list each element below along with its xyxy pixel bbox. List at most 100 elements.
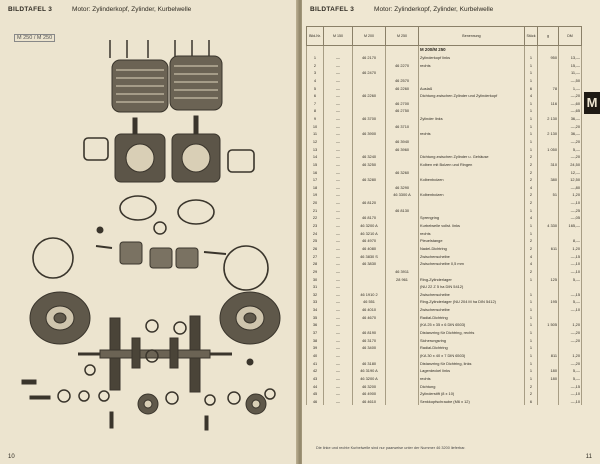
table-cell [418, 183, 525, 192]
roller-bearings [137, 393, 267, 415]
table-cell: 28 961 [385, 275, 419, 283]
col-header: Stück [524, 26, 538, 46]
table-cell [385, 237, 419, 245]
col-header: Benennung [418, 26, 525, 46]
table-cell [385, 198, 419, 207]
table-cell: 4 330 [537, 221, 559, 230]
table-cell: Dichtung zwischen Zylinder u. Gehäuse [418, 152, 525, 161]
table-cell: 2 [524, 382, 538, 390]
table-cell: — [323, 244, 353, 253]
model-label: M 250 / M 250 [14, 34, 56, 42]
cover-left [32, 237, 74, 279]
table-cell [418, 145, 525, 153]
table-cell: 1 [524, 374, 538, 383]
table-cell [537, 282, 559, 291]
table-cell: Distanzring für Dichtring, rechts [418, 328, 525, 337]
right-subtitle: Motor: Zylinderkopf, Zylinder, Kurbelwel… [374, 6, 494, 13]
table-cell: 1 [306, 53, 324, 62]
table-cell: — [323, 237, 353, 245]
table-cell: 29 [306, 267, 324, 276]
table-cell: 51 [537, 191, 559, 199]
table-cell [385, 397, 419, 406]
table-cell: — [323, 328, 353, 337]
table-cell: — [323, 99, 353, 108]
table-cell [352, 84, 386, 92]
table-cell: 2 [524, 244, 538, 253]
table-cell: 1 [524, 321, 538, 329]
table-cell: 36 [306, 321, 324, 329]
table-cell: 46 2270 [385, 61, 419, 69]
table-cell: 41 [306, 359, 324, 367]
table-cell [385, 130, 419, 138]
table-cell: — [323, 267, 353, 276]
table-cell: — [323, 305, 353, 314]
table-cell: 46 8130 [385, 206, 419, 215]
table-cell: 46 4970 [352, 237, 386, 245]
cylinder-head-left [111, 59, 169, 113]
col-header: M 150 [323, 26, 353, 46]
table-cell: 3 [306, 68, 324, 77]
table-cell [385, 374, 419, 383]
table-cell: Zwischenscheibe [418, 252, 525, 260]
table-cell: 33 [306, 298, 324, 306]
table-cell: 1 [524, 359, 538, 367]
table-cell: Auslaß [418, 84, 525, 92]
table-cell: 24 [306, 229, 324, 238]
table-cell: 1 505 [537, 321, 559, 329]
table-cell: 46 8170 [352, 214, 386, 222]
table-cell: 46 3830 S [352, 252, 386, 260]
table-cell: 2 [524, 160, 538, 169]
col-header: Bild-Nr. [306, 26, 324, 46]
table-cell: —,15 [558, 252, 582, 260]
section-tab-marker: M [584, 92, 600, 114]
table-cell [418, 267, 525, 276]
table-cell: 46 2260 [385, 84, 419, 92]
table-cell: (KA 25 x 35 x 6 DIN 6503) [418, 321, 525, 329]
table-cell: Senkkopfschraube (M6 x 12) [418, 397, 525, 406]
table-cell: — [323, 321, 353, 329]
table-cell: 46 3940 [385, 137, 419, 146]
table-cell: 46 2750 [385, 107, 419, 115]
table-cell: 811 [537, 351, 559, 360]
table-cell: 46 4010 [352, 305, 386, 314]
table-cell [537, 336, 559, 344]
table-cell: 46 2470 [352, 68, 386, 77]
table-cell: 46 3280 [352, 175, 386, 184]
table-cell [385, 229, 419, 238]
table-cell [385, 160, 419, 169]
table-cell [558, 229, 582, 238]
table-cell: Radial-Dichtring [418, 313, 525, 322]
table-cell: Zwischenscheibe [418, 305, 525, 314]
table-cell: 4 [524, 183, 538, 192]
table-cell: 950 [537, 53, 559, 62]
table-cell: — [323, 275, 353, 283]
table-cell: 2 [524, 168, 538, 176]
table-cell [537, 206, 559, 215]
table-cell [352, 168, 386, 176]
table-cell: 32 [306, 290, 324, 299]
table-cell: 15 [306, 160, 324, 169]
table-cell: —,10 [558, 305, 582, 314]
table-cell [418, 122, 525, 131]
table-cell: — [323, 374, 353, 383]
table-cell [385, 221, 419, 230]
right-header: BILDTAFEL 3 Motor: Zylinderkopf, Zylinde… [310, 6, 493, 13]
table-cell: — [323, 175, 353, 184]
table-cell [385, 328, 419, 337]
table-cell: 14 [306, 152, 324, 161]
table-cell: — [323, 122, 353, 131]
table-cell: 1,20 [558, 244, 582, 253]
table-cell: 11 [306, 130, 324, 138]
table-cell: 1 [524, 53, 538, 62]
table-cell: —,20 [558, 359, 582, 367]
table-cell [352, 137, 386, 146]
